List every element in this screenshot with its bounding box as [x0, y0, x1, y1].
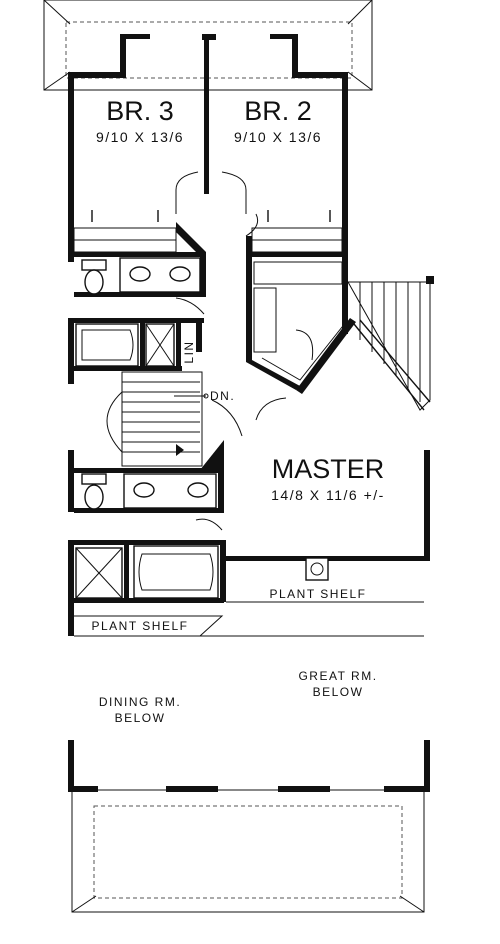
- plant-shelves: [74, 601, 424, 637]
- stairs-down-label: DN.: [210, 389, 235, 403]
- br2-dims: 9/10 X 13/6: [234, 129, 322, 145]
- master-name: MASTER: [272, 454, 385, 484]
- master-bath-fixtures: [75, 473, 329, 599]
- porch-roof-outline: [71, 789, 425, 913]
- br3-name: BR. 3: [106, 96, 174, 126]
- staircase: [106, 371, 209, 467]
- balcony-deck: [347, 276, 434, 411]
- linen-label: LIN: [182, 340, 196, 363]
- br3-dims: 9/10 X 13/6: [96, 129, 184, 145]
- exterior-walls: [68, 34, 430, 792]
- br2-name: BR. 2: [244, 96, 312, 126]
- plant-shelf-right-label: PLANT SHELF: [270, 587, 367, 601]
- great-room-below-label: BELOW: [313, 685, 364, 699]
- upper-bath-fixtures: [75, 257, 201, 367]
- master-dims: 14/8 X 11/6 +/-: [271, 487, 385, 503]
- dining-room-label: DINING RM.: [99, 695, 181, 709]
- door-swings: [175, 171, 314, 531]
- closet-rods: [73, 210, 347, 381]
- great-room-label: GREAT RM.: [298, 669, 377, 683]
- dining-room-below-label: BELOW: [115, 711, 166, 725]
- plant-shelf-left-label: PLANT SHELF: [92, 619, 189, 633]
